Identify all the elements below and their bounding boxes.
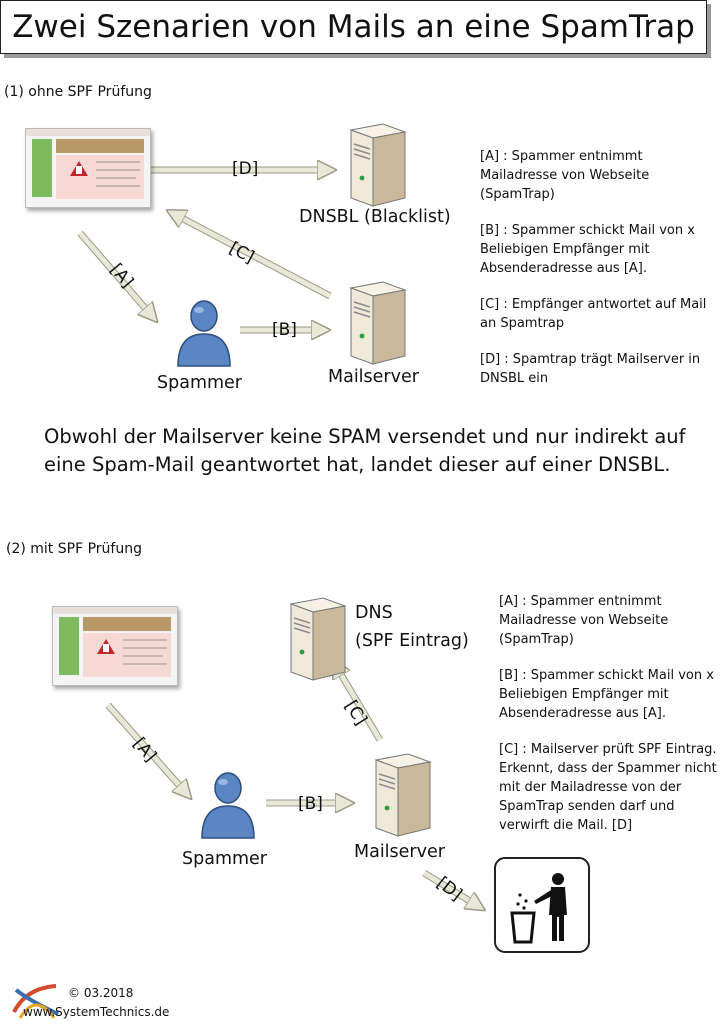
trash-bin-icon xyxy=(494,857,590,953)
note-item: [B] : Spammer schickt Mail von x Beliebi… xyxy=(480,223,695,276)
scenario2-label: (2) mit SPF Prüfung xyxy=(6,541,142,557)
server-icon xyxy=(349,281,407,365)
scenario2-notes: [A] : Spammer entnimmt Mailadresse von W… xyxy=(499,592,722,852)
server-icon xyxy=(374,753,432,837)
note-item: [C] : Mailserver prüft SPF Eintrag. Erke… xyxy=(499,742,717,833)
logo-icon xyxy=(12,984,59,1019)
note-item: [A] : Spammer entnimmt Mailadresse von W… xyxy=(499,594,669,647)
note-item: [D] : Spamtrap trägt Mailserver in DNSBL… xyxy=(480,352,701,386)
website-screenshot-icon xyxy=(25,128,151,208)
note-item: [A] : Spammer entnimmt Mailadresse von W… xyxy=(480,149,650,202)
website-screenshot-icon xyxy=(52,606,178,686)
arrow-d2 xyxy=(422,870,478,906)
spammer-label: Spammer xyxy=(157,373,242,393)
person-icon xyxy=(177,300,231,367)
person-icon xyxy=(201,772,255,839)
note-item: [C] : Empfänger antwortet auf Mail an Sp… xyxy=(480,297,707,331)
scenario1-notes: [A] : Spammer entnimmt Mailadresse von W… xyxy=(480,147,720,405)
scenario1-label: (1) ohne SPF Prüfung xyxy=(4,84,152,100)
mailserver-label: Mailserver xyxy=(328,367,419,387)
note-item: [B] : Spammer schickt Mail von x Beliebi… xyxy=(499,668,714,721)
arrow-c2 xyxy=(336,666,383,742)
server-icon xyxy=(289,597,347,681)
arrow-c1 xyxy=(174,214,332,299)
arrow-a2 xyxy=(106,703,186,793)
scenario1-conclusion: Obwohl der Mailserver keine SPAM versend… xyxy=(44,425,686,476)
arrow-b2-label: [B] xyxy=(298,794,323,814)
dns-label: DNS xyxy=(355,603,393,623)
dns-spf-label: (SPF Eintrag) xyxy=(355,631,469,651)
arrow-b1-label: [B] xyxy=(272,320,297,340)
server-icon xyxy=(349,123,407,207)
arrow-d1-label: [D] xyxy=(232,159,259,179)
arrow-a1 xyxy=(78,231,152,316)
page-title: Zwei Szenarien von Mails an eine SpamTra… xyxy=(0,0,707,54)
mailserver-label: Mailserver xyxy=(354,842,445,862)
spammer-label: Spammer xyxy=(182,849,267,869)
dnsbl-label: DNSBL (Blacklist) xyxy=(299,207,451,227)
footer-website[interactable]: www.SystemTechnics.de xyxy=(23,1005,170,1019)
footer-copyright: © 03.2018 xyxy=(68,986,134,1000)
